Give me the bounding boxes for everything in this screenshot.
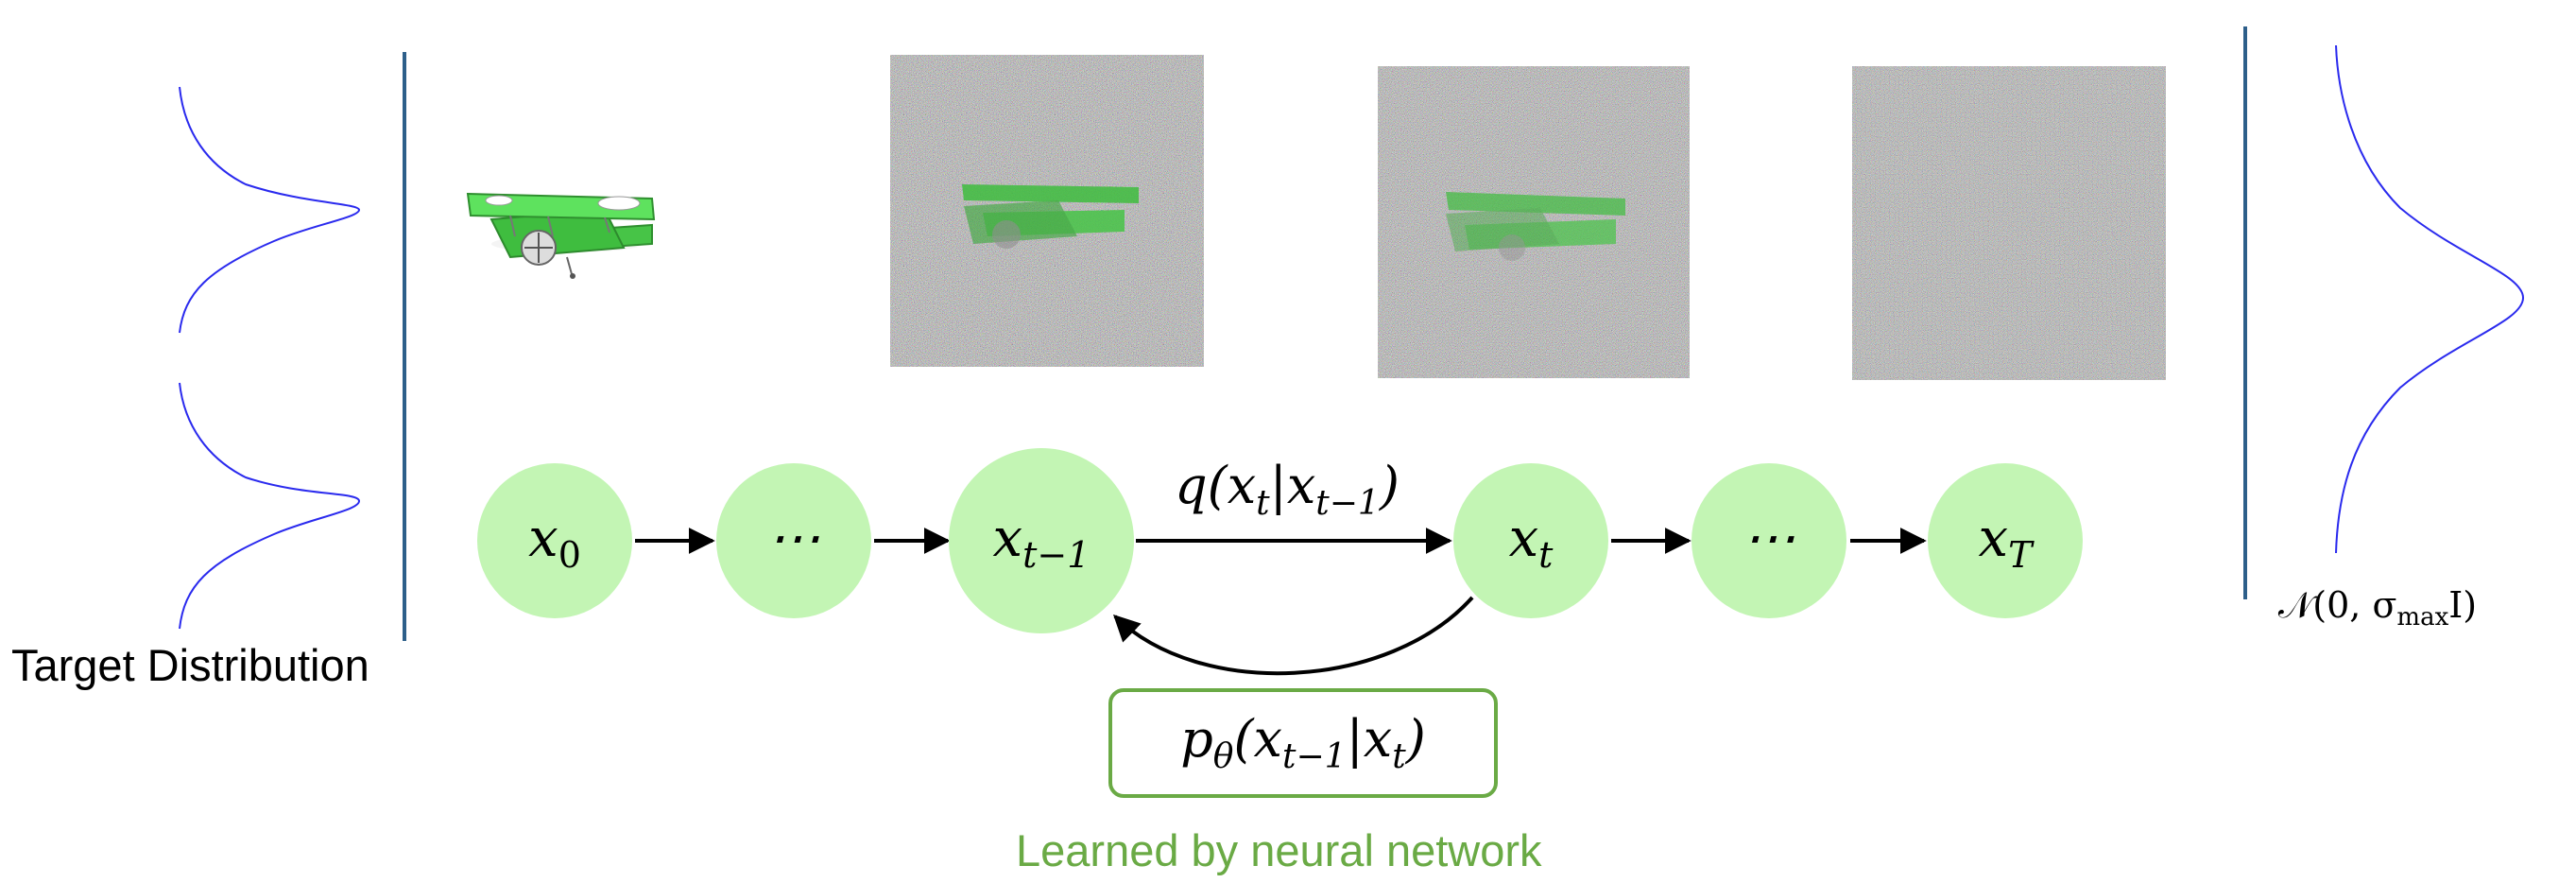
node-x0 bbox=[477, 463, 632, 618]
forward-label: q(xt|xt−1) bbox=[1175, 456, 1400, 523]
node-dots2-label: ⋯ bbox=[1743, 508, 1795, 569]
gaussian-curve bbox=[2335, 44, 2525, 554]
node-xt-label: xt bbox=[1509, 508, 1554, 576]
airplane-image bbox=[466, 192, 656, 279]
node-dots1-label: ⋯ bbox=[767, 508, 820, 569]
reverse-box bbox=[1108, 688, 1498, 798]
reverse-label: pθ(xt−1|xt) bbox=[1180, 709, 1426, 776]
noisy-image-1 bbox=[890, 55, 1204, 367]
gaussian-label: 𝒩(0, σmaxI) bbox=[2278, 584, 2477, 632]
learned-by-network-label: Learned by neural network bbox=[1016, 825, 1542, 875]
noisy-image-2 bbox=[1378, 66, 1690, 378]
node-xT bbox=[1928, 463, 2083, 618]
target-distribution-curve bbox=[179, 86, 361, 630]
target-distribution-label: Target Distribution bbox=[11, 640, 369, 690]
node-dots1 bbox=[716, 463, 871, 618]
node-x0-label: x0 bbox=[528, 508, 581, 576]
arrow-reverse-p bbox=[1112, 596, 1474, 676]
node-xtm1 bbox=[949, 448, 1134, 633]
node-xT-label: xT bbox=[1979, 508, 2035, 576]
node-xtm1-label: xt−1 bbox=[993, 508, 1091, 576]
noisy-image-3 bbox=[1852, 66, 2166, 380]
node-dots2 bbox=[1692, 463, 1846, 618]
node-xt bbox=[1453, 463, 1608, 618]
